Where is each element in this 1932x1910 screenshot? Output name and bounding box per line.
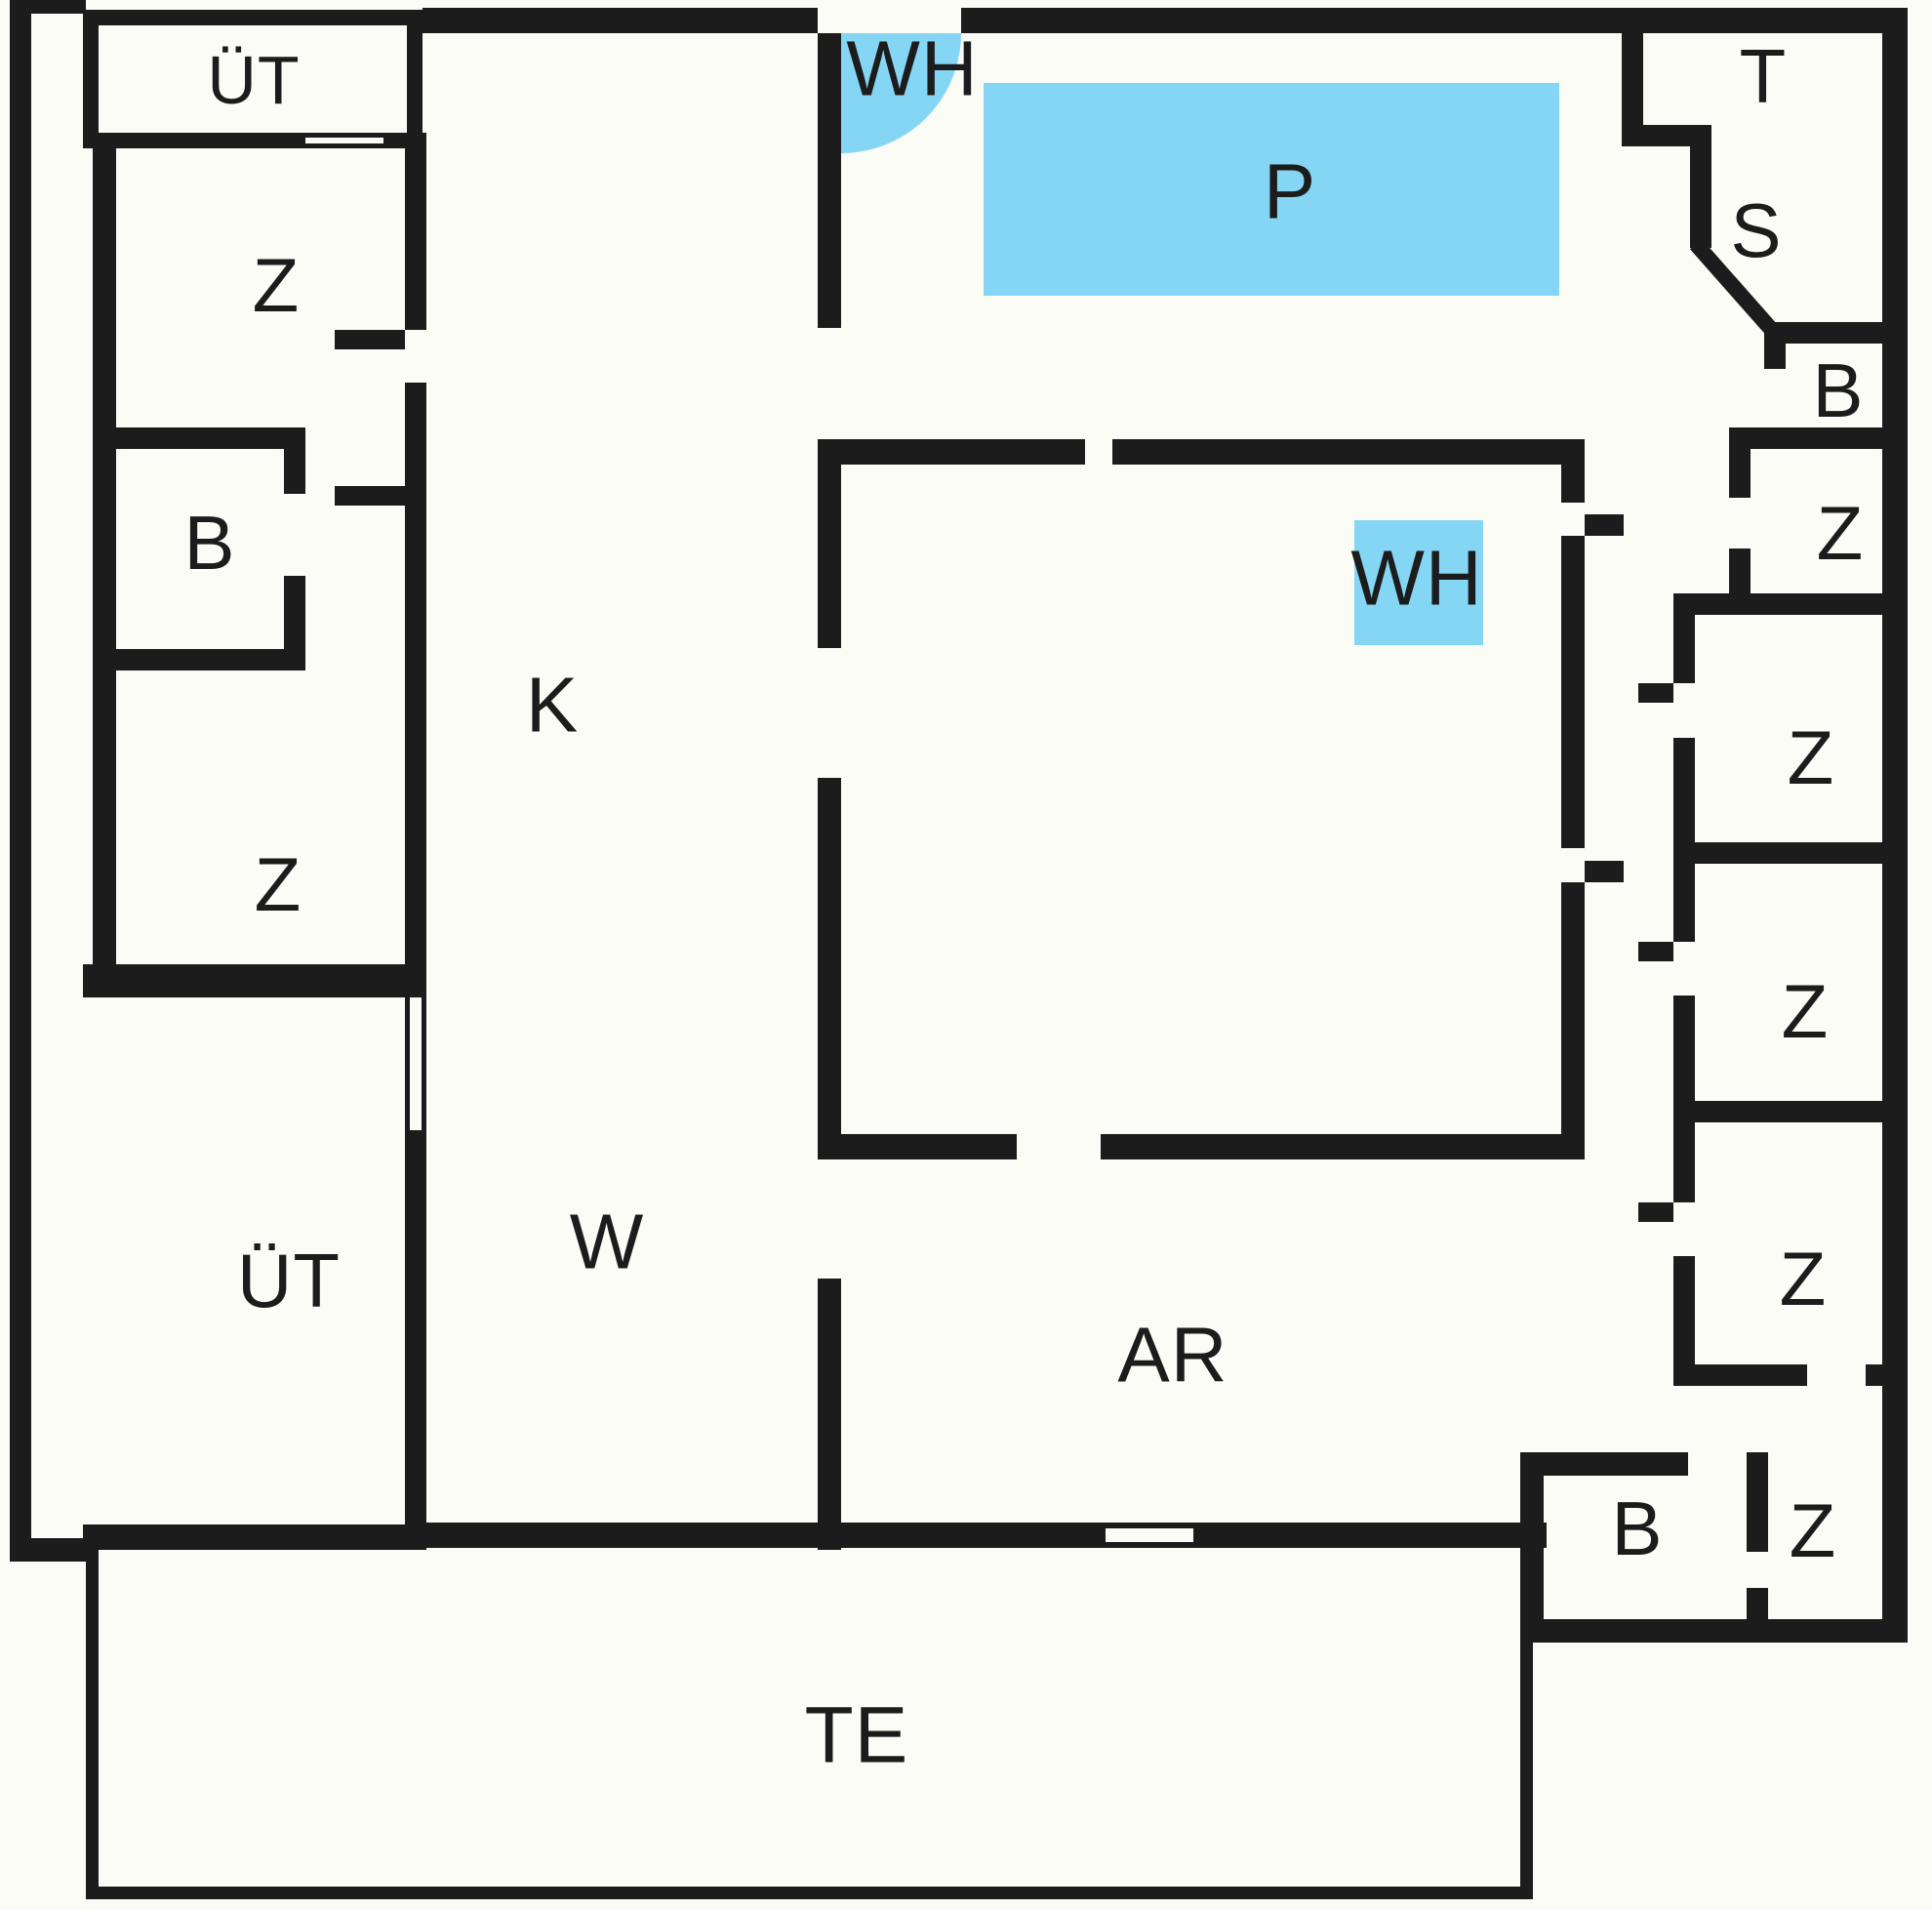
pool-area	[984, 83, 1559, 296]
room-label-b-right: B	[1812, 347, 1864, 433]
room-label-k-corridor: K	[526, 662, 579, 749]
room-label-wh-court: WH	[1350, 535, 1482, 622]
room-label-b-bottom-right: B	[1611, 1485, 1663, 1571]
room-label-z-left-2: Z	[255, 841, 302, 927]
room-label-ut-lower: ÜT	[237, 1238, 341, 1323]
room-label-b-left: B	[183, 500, 235, 586]
door-swing-water-quarter	[841, 33, 961, 153]
room-label-ut-upper: ÜT	[207, 42, 300, 118]
room-label-z-right-small: Z	[1817, 490, 1865, 576]
water-layer	[841, 33, 1559, 645]
room-label-t-room: T	[1740, 33, 1788, 119]
room-label-z-left-1: Z	[253, 242, 301, 328]
wh-water-square	[1354, 520, 1483, 645]
room-label-ar-room: AR	[1117, 1312, 1228, 1399]
room-label-z-right-1: Z	[1788, 714, 1835, 800]
room-label-p-hall: P	[1264, 148, 1316, 235]
room-label-w-corridor: W	[570, 1199, 645, 1285]
room-label-z-right-3: Z	[1780, 1236, 1828, 1321]
room-label-z-bottom-right: Z	[1790, 1487, 1837, 1573]
room-label-z-right-2: Z	[1782, 968, 1830, 1054]
room-label-te-terrace: TE	[805, 1691, 909, 1780]
room-label-s-room: S	[1730, 187, 1782, 273]
room-labels: ÜT Z B Z K ÜT W WH P WH AR TE T S B Z Z …	[183, 25, 1865, 1780]
door-swing-diagonal	[1690, 238, 1776, 334]
room-label-wh-entrance: WH	[846, 25, 978, 112]
